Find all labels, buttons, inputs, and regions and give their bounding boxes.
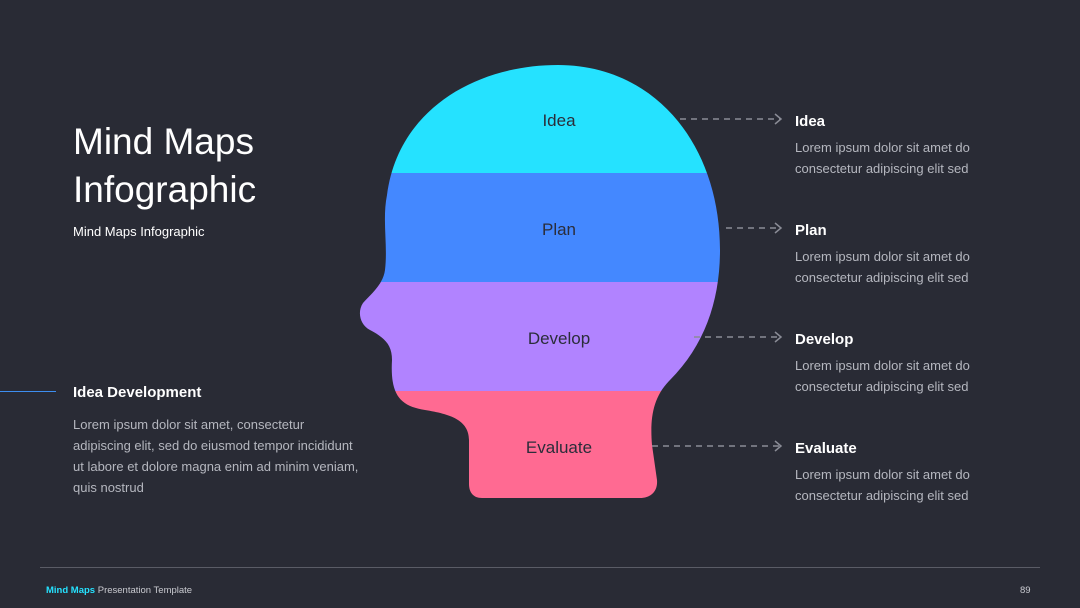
page-number: 89 xyxy=(1020,585,1031,596)
arrow-right-icon xyxy=(774,113,783,125)
band-label-evaluate: Evaluate xyxy=(526,438,592,457)
step-title-develop: Develop xyxy=(795,331,854,348)
idea-development-heading: Idea Development xyxy=(73,384,202,401)
idea-development-body: Lorem ipsum dolor sit amet, consectetur … xyxy=(73,417,359,495)
step-body-line: consectetur adipiscing elit sed xyxy=(795,270,969,285)
page-title: Mind Maps Infographic xyxy=(73,118,373,214)
arrow-right-icon xyxy=(774,222,783,234)
step-title-idea: Idea xyxy=(795,113,826,130)
page-subtitle: Mind Maps Infographic xyxy=(73,224,205,239)
band-develop xyxy=(359,282,720,391)
step-body-line: consectetur adipiscing elit sed xyxy=(795,488,969,503)
step-body-idea: Lorem ipsum dolor sit amet do consectetu… xyxy=(795,137,1005,179)
step-body-line: consectetur adipiscing elit sed xyxy=(795,161,969,176)
step-body-develop: Lorem ipsum dolor sit amet do consectetu… xyxy=(795,355,1005,397)
footer-template-text: Presentation Template xyxy=(95,585,193,596)
band-label-develop: Develop xyxy=(528,329,590,348)
step-body-evaluate: Lorem ipsum dolor sit amet do consectetu… xyxy=(795,464,1005,506)
footer-brand: Mind Maps xyxy=(46,585,96,596)
band-label-plan: Plan xyxy=(542,220,576,239)
accent-divider xyxy=(0,391,56,392)
band-label-idea: Idea xyxy=(542,111,576,130)
band-plan xyxy=(359,173,720,282)
arrow-right-icon xyxy=(774,440,783,452)
step-body-line: Lorem ipsum dolor sit amet do xyxy=(795,358,970,373)
step-body-plan: Lorem ipsum dolor sit amet do consectetu… xyxy=(795,246,1005,288)
footer-divider xyxy=(40,567,1040,568)
step-title-plan: Plan xyxy=(795,222,827,239)
page-title-line-1: Mind Maps xyxy=(73,121,254,162)
step-title-evaluate: Evaluate xyxy=(795,440,857,457)
step-body-line: Lorem ipsum dolor sit amet do xyxy=(795,467,970,482)
step-body-line: Lorem ipsum dolor sit amet do xyxy=(795,249,970,264)
page-title-line-2: Infographic xyxy=(73,169,257,210)
band-idea xyxy=(359,65,720,173)
step-body-line: Lorem ipsum dolor sit amet do xyxy=(795,140,970,155)
arrow-right-icon xyxy=(774,331,783,343)
footer-label: Mind Maps Presentation Template xyxy=(46,585,192,596)
step-body-line: consectetur adipiscing elit sed xyxy=(795,379,969,394)
